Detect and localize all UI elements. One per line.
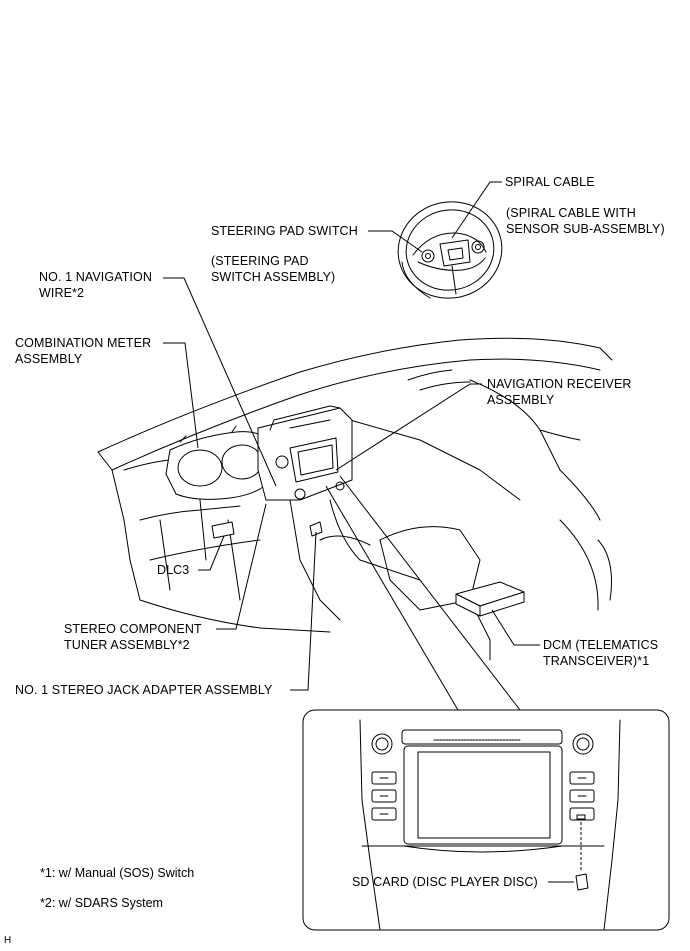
label-spiral-cable-sub: (SPIRAL CABLE WITH SENSOR SUB-ASSEMBLY) [506,206,665,236]
label-nav-wire: NO. 1 NAVIGATION WIRE*2 [39,270,152,300]
label-stereo-component-tuner: STEREO COMPONENT TUNER ASSEMBLY*2 [64,622,202,652]
detail-box-drawing [302,709,670,931]
steering-wheel-drawing [397,201,503,299]
label-steering-pad-switch: STEERING PAD SWITCH [211,224,358,238]
label-spiral-cable: SPIRAL CABLE [505,175,595,189]
label-sd-card: SD CARD (DISC PLAYER DISC) [352,875,538,889]
label-dcm: DCM (TELEMATICS TRANSCEIVER)*1 [543,638,659,668]
label-stereo-jack-adapter: NO. 1 STEREO JACK ADAPTER ASSEMBLY [15,683,273,697]
corner-mark: H [4,935,12,946]
dashboard-drawing [97,337,613,661]
footnote-1: *1: w/ Manual (SOS) Switch [40,866,195,880]
footnote-2: *2: w/ SDARS System [40,896,163,910]
label-navigation-receiver: NAVIGATION RECEIVER ASSEMBLY [487,377,632,407]
label-steering-pad-switch-sub: (STEERING PAD SWITCH ASSEMBLY) [211,254,336,284]
label-dlc3: DLC3 [157,563,190,577]
leader-lines [163,181,574,883]
label-combination-meter: COMBINATION METER ASSEMBLY [15,336,152,366]
